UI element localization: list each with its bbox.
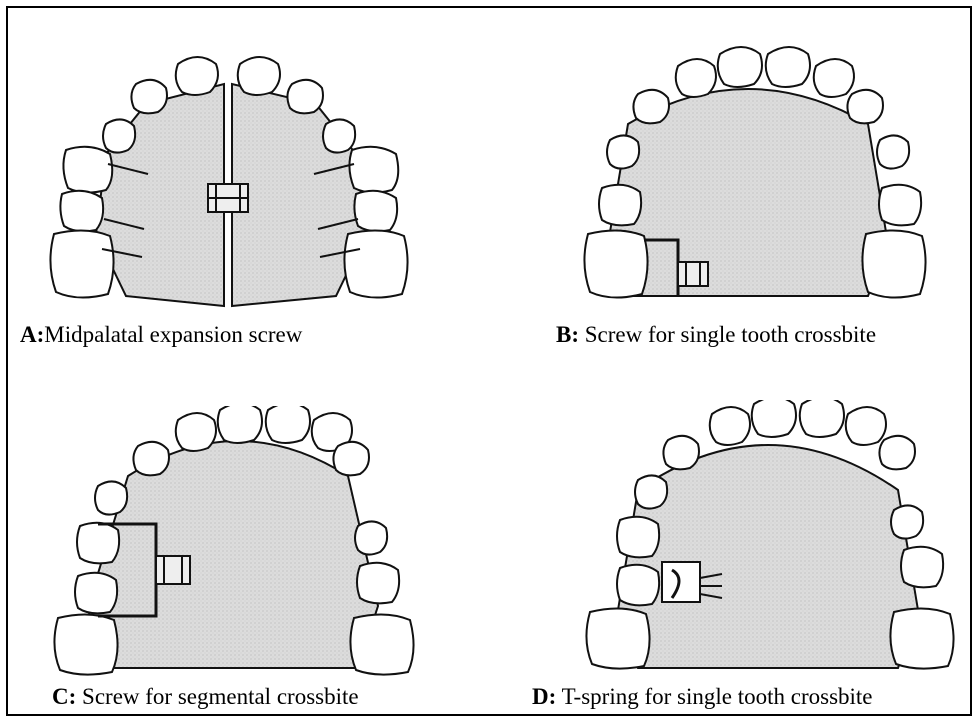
caption-d-text: T-spring for single tooth crossbite [556,684,872,709]
caption-d-letter: D: [532,684,556,709]
palate-diagram-b [548,44,948,314]
palate-diagram-c [38,406,438,678]
panel-b-illustration [548,44,948,314]
panel-a-illustration [36,44,436,314]
caption-c: C: Screw for segmental crossbite [52,684,359,710]
caption-b: B: Screw for single tooth crossbite [556,322,876,348]
panel-c-illustration [38,406,438,678]
caption-b-text: Screw for single tooth crossbite [579,322,876,347]
caption-c-text: Screw for segmental crossbite [76,684,358,709]
palate-diagram-d [568,400,968,678]
caption-c-letter: C: [52,684,76,709]
panel-d-illustration [568,400,968,678]
caption-b-letter: B: [556,322,579,347]
caption-a-text: Midpalatal expansion screw [44,322,302,347]
figure-frame: A:Midpalatal expansion screw [6,6,972,716]
caption-d: D: T-spring for single tooth crossbite [532,684,873,710]
palate-diagram-a [36,44,436,314]
caption-a: A:Midpalatal expansion screw [20,322,302,348]
caption-a-letter: A: [20,322,44,347]
